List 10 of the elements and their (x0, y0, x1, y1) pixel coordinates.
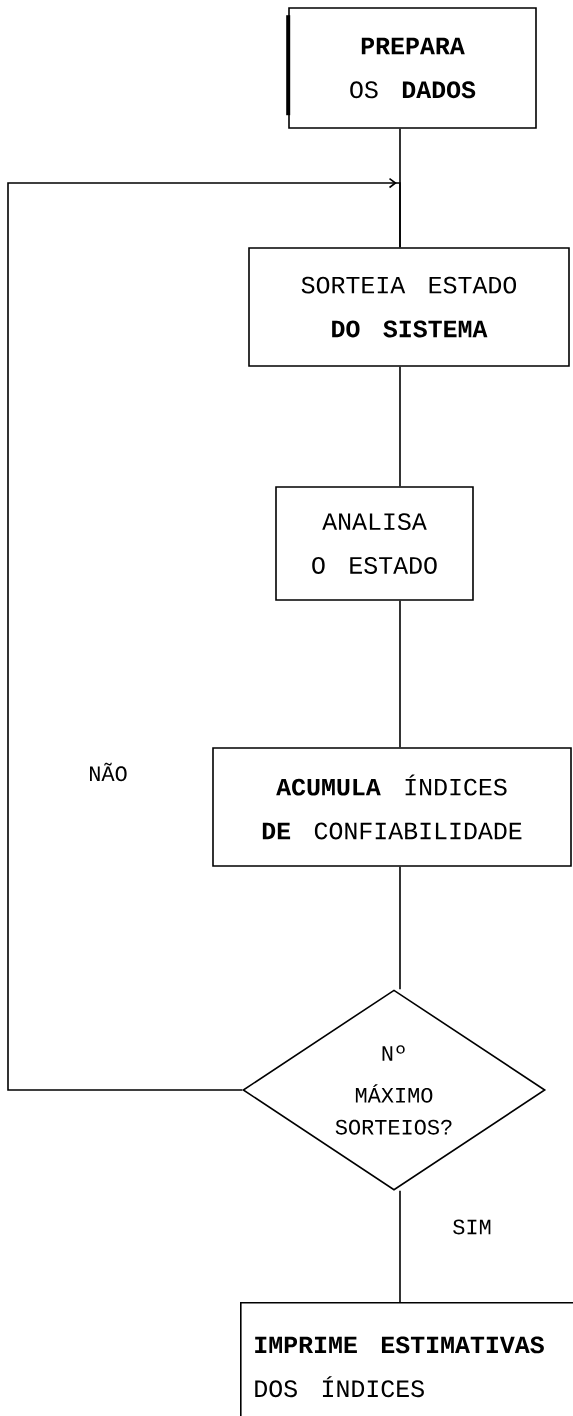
process-box: IMPRIME ESTIMATIVAS DOS ÍNDICES (240, 1302, 573, 1416)
edge-label: NÃO (86, 760, 130, 784)
connector-line (399, 366, 401, 487)
process-box: ACUMULA ÍNDICES DE CONFIABILIDADE (212, 747, 572, 867)
process-box: SORTEIA ESTADO DO SISTEMA (248, 247, 570, 367)
connector-line (399, 1190, 401, 1303)
connector-line (399, 866, 401, 990)
edge-label: SIM (450, 1217, 494, 1237)
connector-line (399, 600, 401, 748)
process-box: ANALISA O ESTADO (275, 486, 474, 601)
